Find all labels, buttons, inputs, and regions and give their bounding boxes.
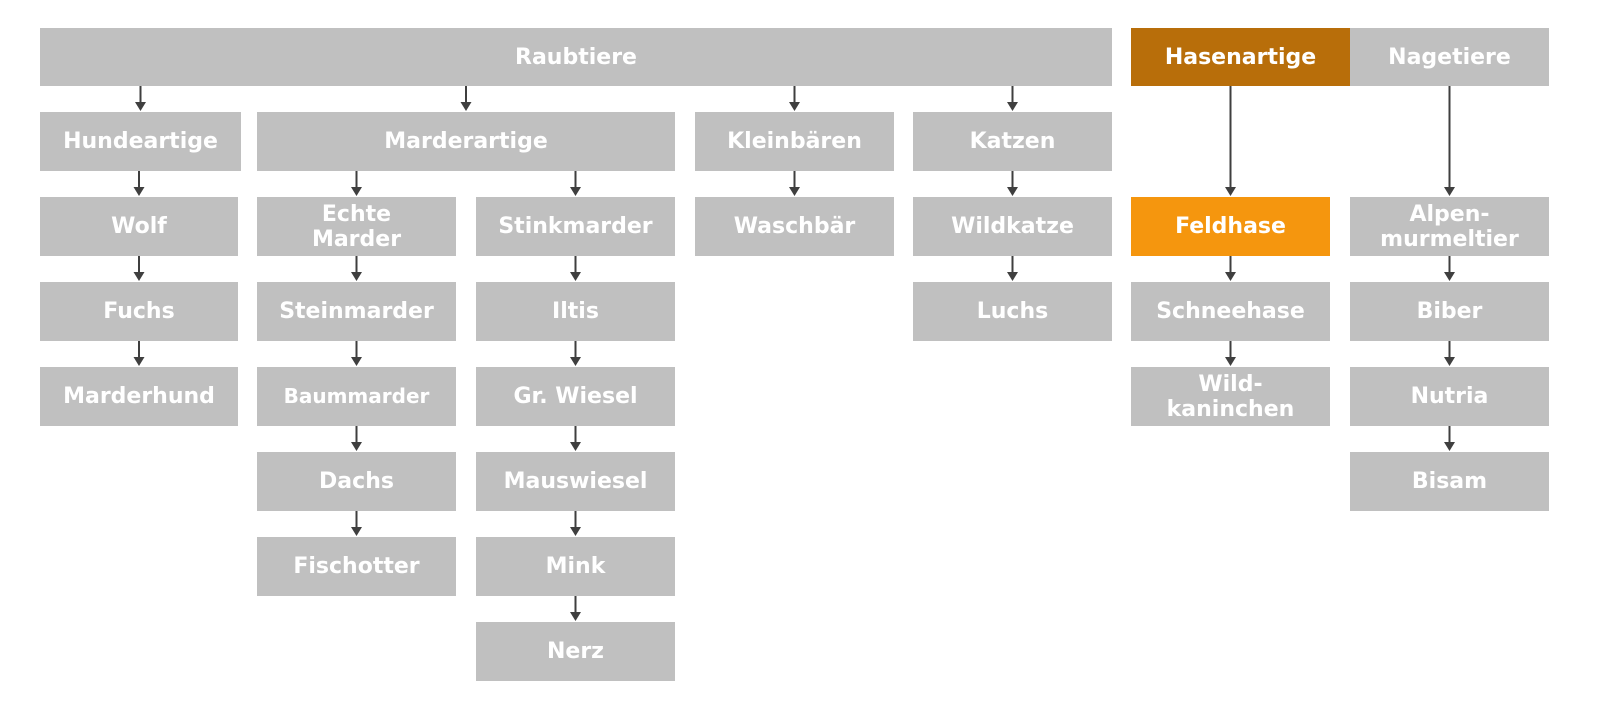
node-gr-wiesel: Gr. Wiesel xyxy=(476,367,675,426)
node-biber: Biber xyxy=(1350,282,1549,341)
arrowhead-schneehase-wildkaninchen xyxy=(1225,357,1236,366)
arrowhead-stinkmarder-iltis xyxy=(570,272,581,281)
arrowhead-dachs-fischotter xyxy=(351,527,362,536)
arrowhead-mink-nerz xyxy=(570,612,581,621)
arrowhead-fuchs-marderhund xyxy=(133,357,145,366)
node-fischotter: Fischotter xyxy=(257,537,456,596)
arrowhead-biber-nutria xyxy=(1444,357,1455,366)
arrowhead-echte_marder-steinmarder xyxy=(351,272,362,281)
arrowhead-mauswiesel-mink xyxy=(570,527,581,536)
node-stinkmarder: Stinkmarder xyxy=(476,197,675,256)
node-wildkatze: Wildkatze xyxy=(913,197,1112,256)
node-steinmarder: Steinmarder xyxy=(257,282,456,341)
node-mauswiesel: Mauswiesel xyxy=(476,452,675,511)
node-kleinbaeren: Kleinbären xyxy=(695,112,894,171)
node-hundeartige: Hundeartige xyxy=(40,112,241,171)
arrowhead-nagetiere-alpenmurmeltier xyxy=(1444,187,1455,196)
node-alpenmurmeltier: Alpen- murmeltier xyxy=(1350,197,1549,256)
node-feldhase: Feldhase xyxy=(1131,197,1330,256)
arrowhead-marderartige-echte_marder xyxy=(351,187,362,196)
arrowhead-nutria-bisam xyxy=(1444,442,1455,451)
node-echte-marder: Echte Marder xyxy=(257,197,456,256)
node-wildkaninchen: Wild- kaninchen xyxy=(1131,367,1330,426)
node-marderhund: Marderhund xyxy=(40,367,238,426)
arrowhead-wildkatze-luchs xyxy=(1007,272,1018,281)
node-fuchs: Fuchs xyxy=(40,282,238,341)
arrowhead-gr_wiesel-mauswiesel xyxy=(570,442,581,451)
arrowhead-raubtiere-kleinbaeren xyxy=(789,102,800,111)
node-marderartige: Marderartige xyxy=(257,112,675,171)
node-dachs: Dachs xyxy=(257,452,456,511)
node-luchs: Luchs xyxy=(913,282,1112,341)
node-waschbaer: Waschbär xyxy=(695,197,894,256)
node-mink: Mink xyxy=(476,537,675,596)
arrowhead-feldhase-schneehase xyxy=(1225,272,1236,281)
node-nagetiere: Nagetiere xyxy=(1350,28,1549,86)
node-baummarder: Baummarder xyxy=(257,367,456,426)
arrowhead-baummarder-dachs xyxy=(351,442,362,451)
node-nerz: Nerz xyxy=(476,622,675,681)
arrowhead-marderartige-stinkmarder xyxy=(570,187,581,196)
arrowhead-iltis-gr_wiesel xyxy=(570,357,581,366)
node-nutria: Nutria xyxy=(1350,367,1549,426)
arrowhead-raubtiere-katzen xyxy=(1007,102,1018,111)
arrowhead-hasenartige-feldhase xyxy=(1225,187,1236,196)
arrowhead-kleinbaeren-waschbaer xyxy=(789,187,800,196)
node-hasenartige: Hasenartige xyxy=(1131,28,1350,86)
arrowhead-hundeartige-wolf xyxy=(133,187,145,196)
arrowhead-katzen-wildkatze xyxy=(1007,187,1018,196)
arrowhead-alpenmurmeltier-biber xyxy=(1444,272,1455,281)
arrowhead-raubtiere-marderartige xyxy=(460,102,472,111)
arrowhead-raubtiere-hundeartige xyxy=(135,102,146,111)
node-wolf: Wolf xyxy=(40,197,238,256)
arrowhead-wolf-fuchs xyxy=(133,272,145,281)
node-bisam: Bisam xyxy=(1350,452,1549,511)
node-katzen: Katzen xyxy=(913,112,1112,171)
node-raubtiere: Raubtiere xyxy=(40,28,1112,86)
arrowhead-steinmarder-baummarder xyxy=(351,357,362,366)
node-iltis: Iltis xyxy=(476,282,675,341)
node-schneehase: Schneehase xyxy=(1131,282,1330,341)
